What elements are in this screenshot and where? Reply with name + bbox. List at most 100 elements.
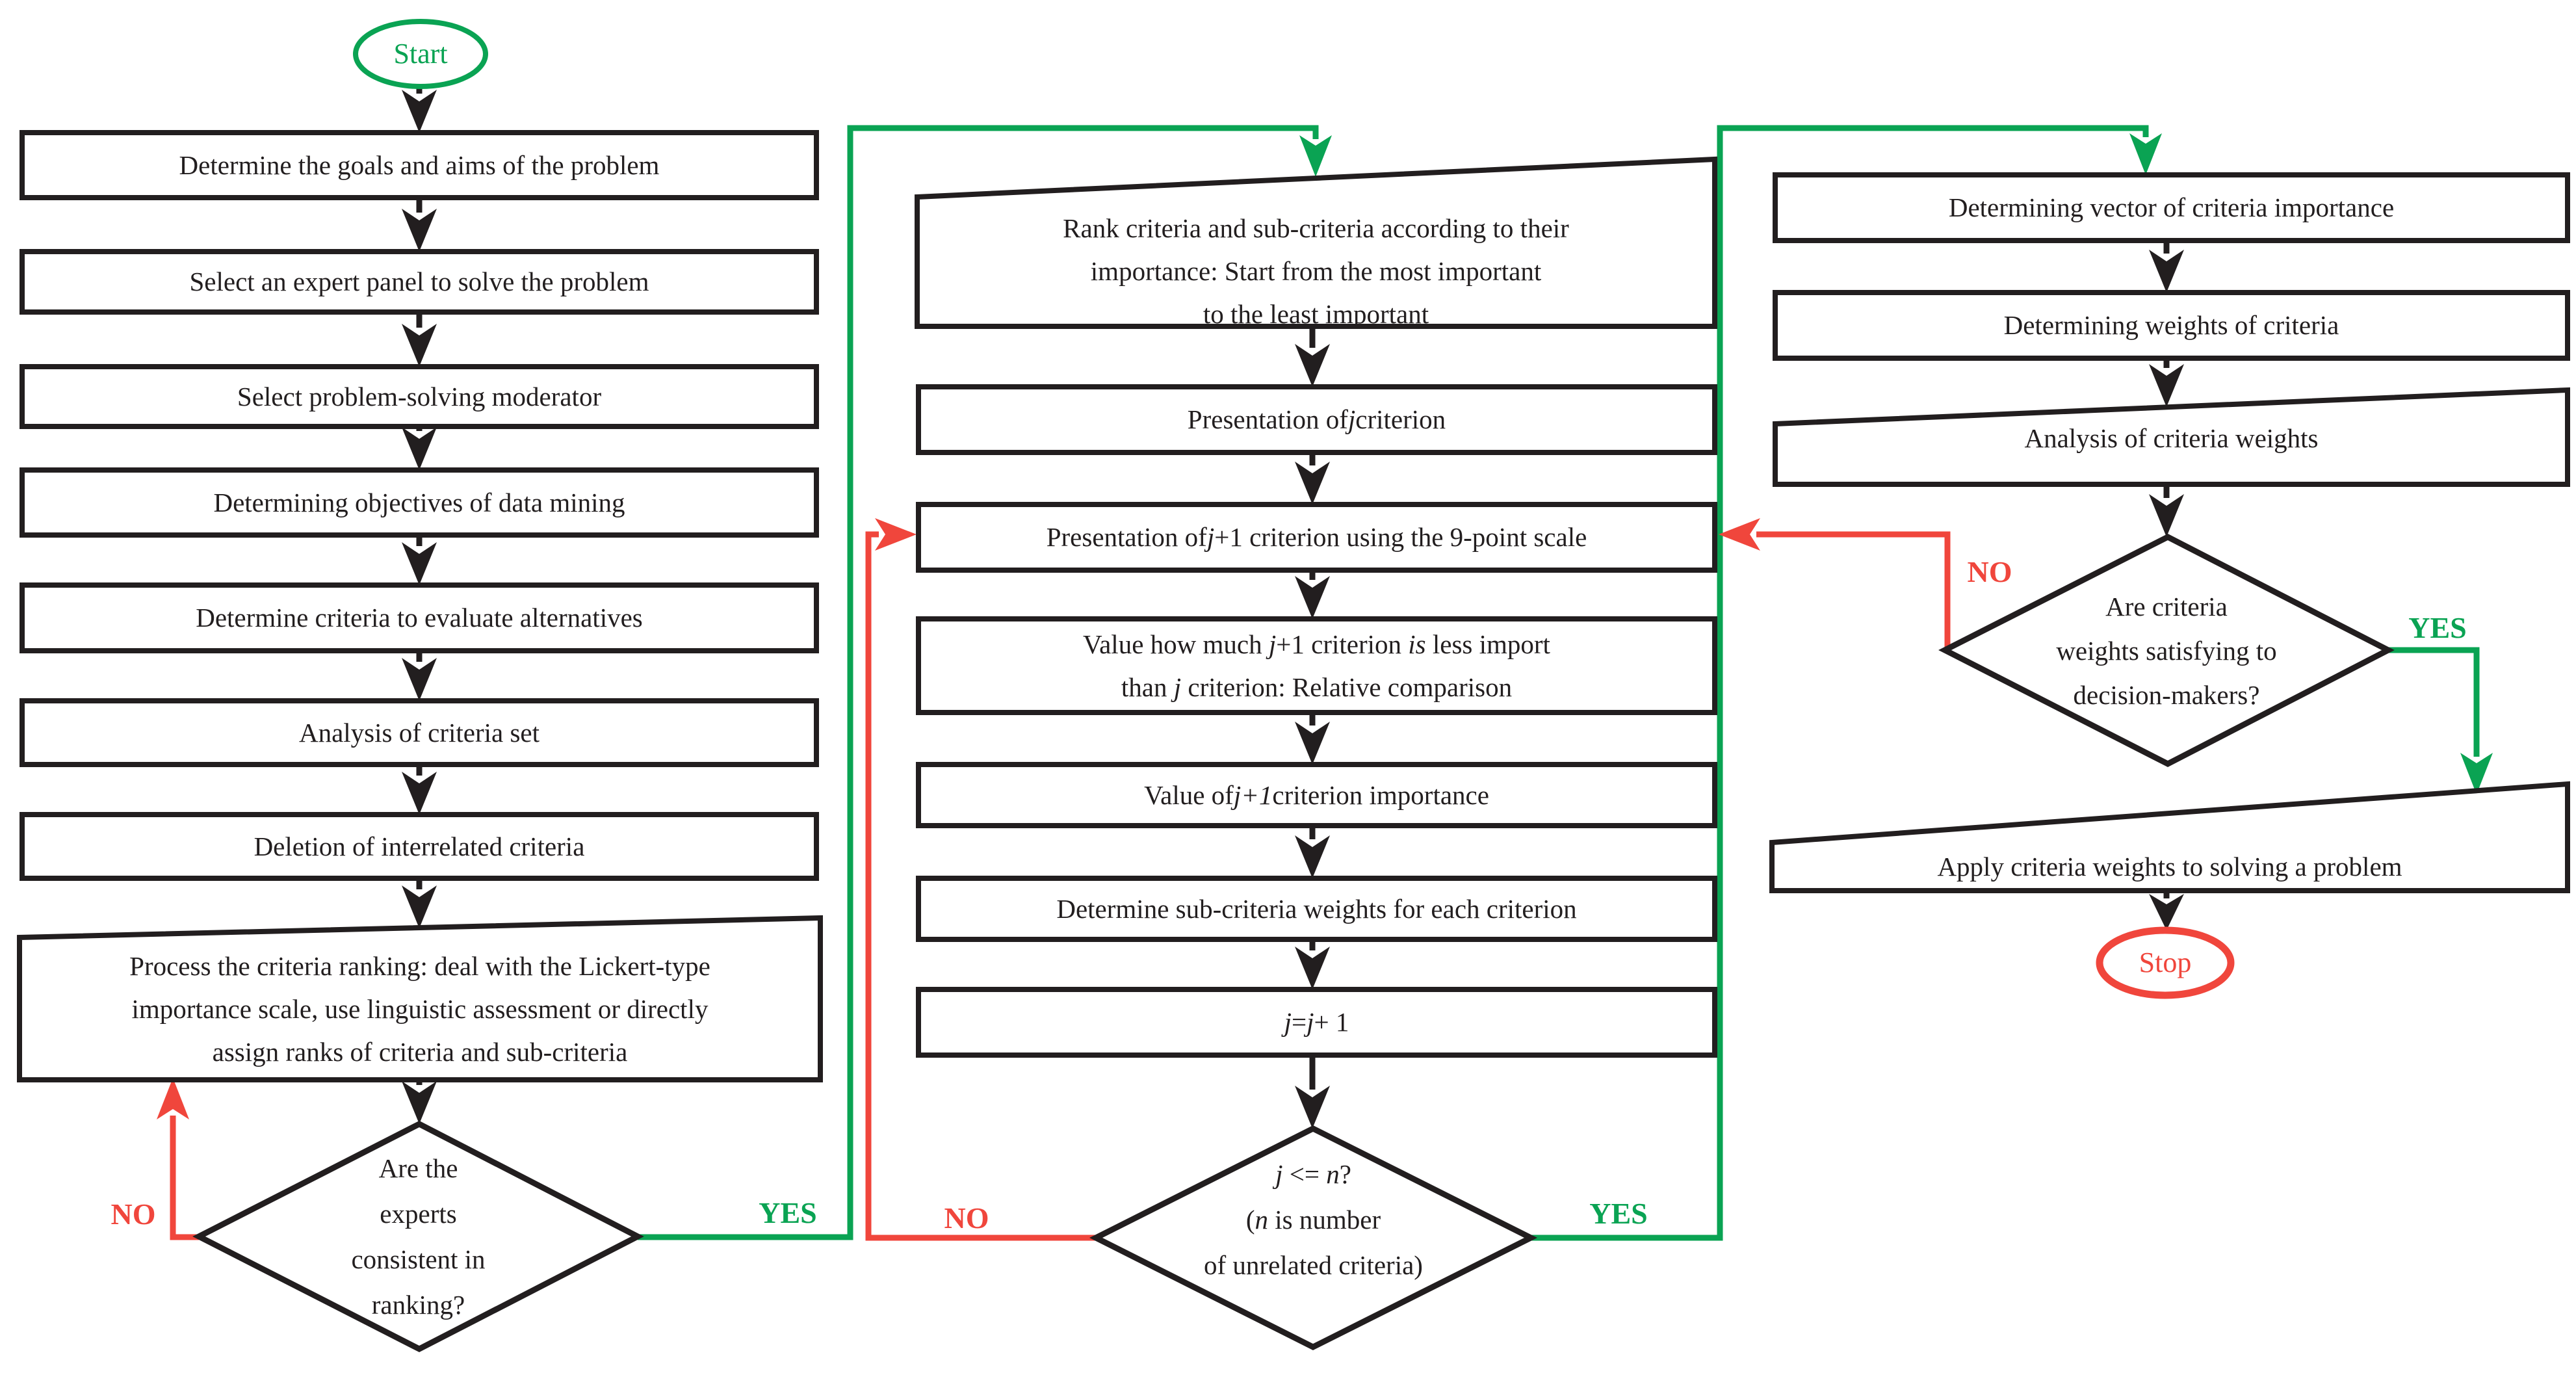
- arrowhead: [402, 1081, 437, 1124]
- yes-line-right: [2388, 647, 2480, 757]
- box-objectives-data-mining: [20, 467, 819, 538]
- diamond-weights-satisfying: [1938, 533, 2395, 768]
- yes-label-right: YES: [2408, 611, 2467, 644]
- value-how-line-2: than j criterion: Relative comparison: [1121, 672, 1513, 702]
- decision-line: (n is number: [1245, 1205, 1381, 1235]
- yes-connector-middle-to-right: [1531, 125, 2162, 1241]
- step-objectives-data-mining: Determining objectives of data mining: [213, 487, 625, 517]
- step-select-moderator: Select problem-solving moderator: [237, 381, 602, 412]
- box-determine-criteria: [20, 582, 819, 653]
- step-determine-criteria: Determine criteria to evaluate alternati…: [196, 603, 643, 633]
- no-connector-middle-diamond-to-presentation-box: [865, 518, 1096, 1241]
- box-determine-goals: [20, 130, 819, 200]
- step-value-importance: Value of j+1 criterion importance: [1144, 779, 1489, 810]
- box-analysis-weights: [1773, 387, 2570, 487]
- decision-line: Are criteria: [2105, 591, 2228, 621]
- arrowhead-red-into-process-box: [157, 1078, 189, 1119]
- box-value-importance: [916, 762, 1717, 828]
- box-vector-importance: [1773, 172, 2570, 243]
- arrowhead: [402, 885, 437, 928]
- arrowhead: [1295, 835, 1330, 878]
- no-line-left: [170, 1116, 199, 1240]
- decision-line: Are the: [378, 1153, 458, 1183]
- process-line-2: importance scale, use linguistic assessm…: [131, 993, 709, 1024]
- step-rank-criteria: Rank criteria and sub-criteria according…: [917, 197, 1715, 335]
- arrowhead: [2149, 364, 2184, 407]
- arrowhead: [1295, 722, 1330, 765]
- yes-line-middle: [1531, 125, 2149, 1241]
- step-weights-criteria: Determining weights of criteria: [2003, 310, 2339, 340]
- stop-terminal-shape: [2096, 926, 2235, 999]
- decision-line: consistent in: [351, 1244, 486, 1274]
- value-how-line-1: Value how much j+1 criterion is less imp…: [1083, 629, 1550, 659]
- rank-line-3: to the least important: [1203, 298, 1429, 329]
- start-terminal-shape: [353, 19, 488, 89]
- diamond-j-less-equal-n: [1089, 1125, 1538, 1351]
- step-apply-weights: Apply criteria weights to solving a prob…: [1937, 851, 2402, 882]
- yes-connector-left-to-middle: [638, 125, 1332, 1240]
- box-j-increment: [916, 987, 1717, 1058]
- diamond-experts-consistent: [192, 1120, 644, 1353]
- yes-label-left: YES: [759, 1196, 817, 1229]
- step-process-criteria-ranking: Process the criteria ranking: deal with …: [20, 937, 820, 1080]
- box-deletion-interrelated: [20, 812, 819, 881]
- step-analysis-weights: Analysis of criteria weights: [2024, 423, 2319, 453]
- step-j-increment: j = j + 1: [1284, 1007, 1349, 1037]
- decision-line: j <= n?: [1275, 1159, 1351, 1189]
- box-presentation-j1: [916, 502, 1717, 573]
- no-label-right: NO: [1967, 555, 2012, 588]
- decision-j-less-equal-n: j <= n? (n is number of unrelated criter…: [1096, 1129, 1531, 1347]
- arrowhead-green-into-vector-box: [2129, 133, 2162, 175]
- arrowhead: [1295, 344, 1330, 387]
- no-line-middle: [865, 531, 1096, 1241]
- box-process-criteria-ranking: [17, 915, 823, 1082]
- arrowhead: [402, 324, 437, 367]
- step-subcriteria-weights: Determine sub-criteria weights for each …: [1056, 893, 1577, 924]
- arrowhead: [2149, 494, 2184, 537]
- box-presentation-j: [916, 384, 1717, 455]
- decision-weights-satisfying: Are criteria weights satisfying to decis…: [1945, 537, 2388, 764]
- box-select-moderator: [20, 364, 819, 429]
- arrowhead: [402, 772, 437, 815]
- right-column-arrows: [2149, 241, 2184, 930]
- arrowhead: [402, 427, 437, 470]
- step-deletion-interrelated: Deletion of interrelated criteria: [254, 831, 585, 861]
- middle-column-arrows: [1295, 326, 1330, 1129]
- box-value-how-much: [916, 616, 1717, 715]
- no-label-middle: NO: [944, 1201, 989, 1235]
- arrowhead: [402, 542, 437, 585]
- step-presentation-j: Presentation of j criterion: [1187, 404, 1446, 434]
- stop-label: Stop: [2139, 947, 2192, 978]
- arrowhead: [2149, 250, 2184, 293]
- process-line-1: Process the criteria ranking: deal with …: [129, 950, 710, 981]
- box-analysis-criteria-set: [20, 698, 819, 767]
- arrowhead: [1295, 462, 1330, 504]
- rank-line-1: Rank criteria and sub-criteria according…: [1063, 213, 1569, 243]
- arrowhead: [402, 209, 437, 252]
- arrowhead: [402, 658, 437, 701]
- no-connector-left-diamond-to-process-box: [157, 1078, 199, 1240]
- arrowhead: [1295, 576, 1330, 619]
- decision-line: decision-makers?: [2073, 679, 2260, 710]
- no-line-right: [1756, 531, 1951, 653]
- no-label-left: NO: [111, 1197, 156, 1231]
- box-subcriteria-weights: [916, 876, 1717, 942]
- arrowhead: [1295, 947, 1330, 989]
- process-line-3: assign ranks of criteria and sub-criteri…: [212, 1036, 628, 1067]
- arrowhead-green-into-rank-box: [1299, 135, 1332, 177]
- step-presentation-j1: Presentation of j+1 criterion using the …: [1046, 522, 1587, 552]
- box-weights-criteria: [1773, 290, 2570, 361]
- yes-label-middle: YES: [1589, 1197, 1648, 1230]
- step-select-expert-panel: Select an expert panel to solve the prob…: [189, 267, 649, 296]
- left-column-arrows: [402, 85, 437, 1124]
- yes-line-left: [638, 125, 1319, 1240]
- arrowhead: [2149, 894, 2184, 930]
- box-select-expert-panel: [20, 249, 819, 315]
- decision-line: weights satisfying to: [2056, 635, 2277, 666]
- step-determine-goals: Determine the goals and aims of the prob…: [179, 150, 660, 180]
- no-connector-right-diamond-to-presentation-box: [1719, 518, 1951, 653]
- rank-line-2: importance: Start from the most importan…: [1090, 255, 1542, 286]
- arrowhead: [402, 90, 437, 133]
- decision-line: ranking?: [371, 1290, 465, 1320]
